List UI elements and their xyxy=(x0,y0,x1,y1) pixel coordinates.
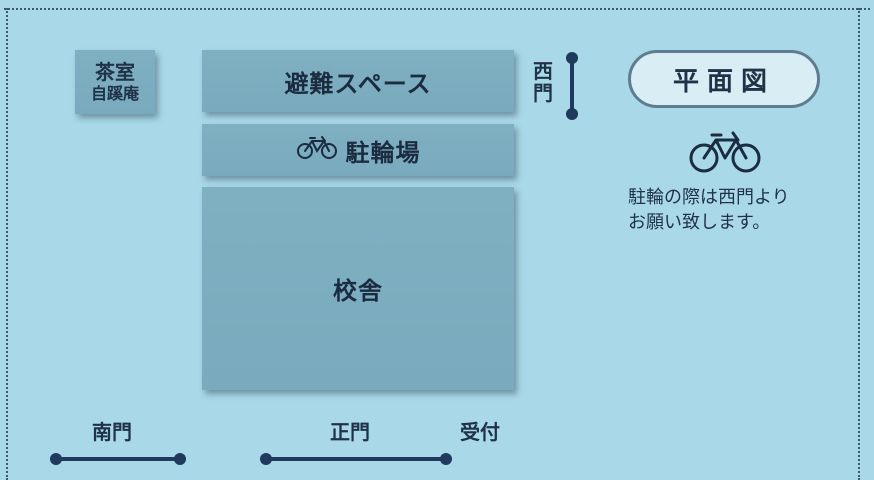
map-border-left xyxy=(6,8,8,480)
bicycle-parking-block: 駐輪場 xyxy=(202,124,514,176)
legend-title: 平面図 xyxy=(628,50,820,108)
west-gate-marker xyxy=(566,52,578,120)
evacuation-space-block: 避難スペース xyxy=(202,50,514,112)
main-gate-label: 正門 xyxy=(330,420,370,444)
reception-label: 受付 xyxy=(460,420,500,444)
tea-room-name: 自蹊庵 xyxy=(90,84,139,104)
bicycle-parking-note: 駐輪の際は西門より お願い致します。 xyxy=(628,185,838,235)
school-building-block: 校舎 xyxy=(202,187,514,390)
tea-room-block: 茶室 自蹊庵 xyxy=(75,50,155,114)
tea-room-label: 茶室 xyxy=(95,60,135,85)
bicycle-icon xyxy=(688,130,762,178)
bicycle-icon xyxy=(296,136,338,164)
note-line-2: お願い致します。 xyxy=(628,212,771,234)
note-line-1: 駐輪の際は西門より xyxy=(628,187,790,208)
evacuation-space-label: 避難スペース xyxy=(284,69,432,98)
map-border-top xyxy=(4,8,870,10)
south-gate-label: 南門 xyxy=(92,420,132,444)
main-gate-marker xyxy=(260,453,452,465)
west-gate-label: 西門 xyxy=(533,59,553,105)
south-gate-marker xyxy=(50,453,186,465)
map-border-right xyxy=(858,8,860,480)
school-building-label: 校舎 xyxy=(333,277,383,305)
bicycle-parking-label: 駐輪場 xyxy=(345,138,421,167)
